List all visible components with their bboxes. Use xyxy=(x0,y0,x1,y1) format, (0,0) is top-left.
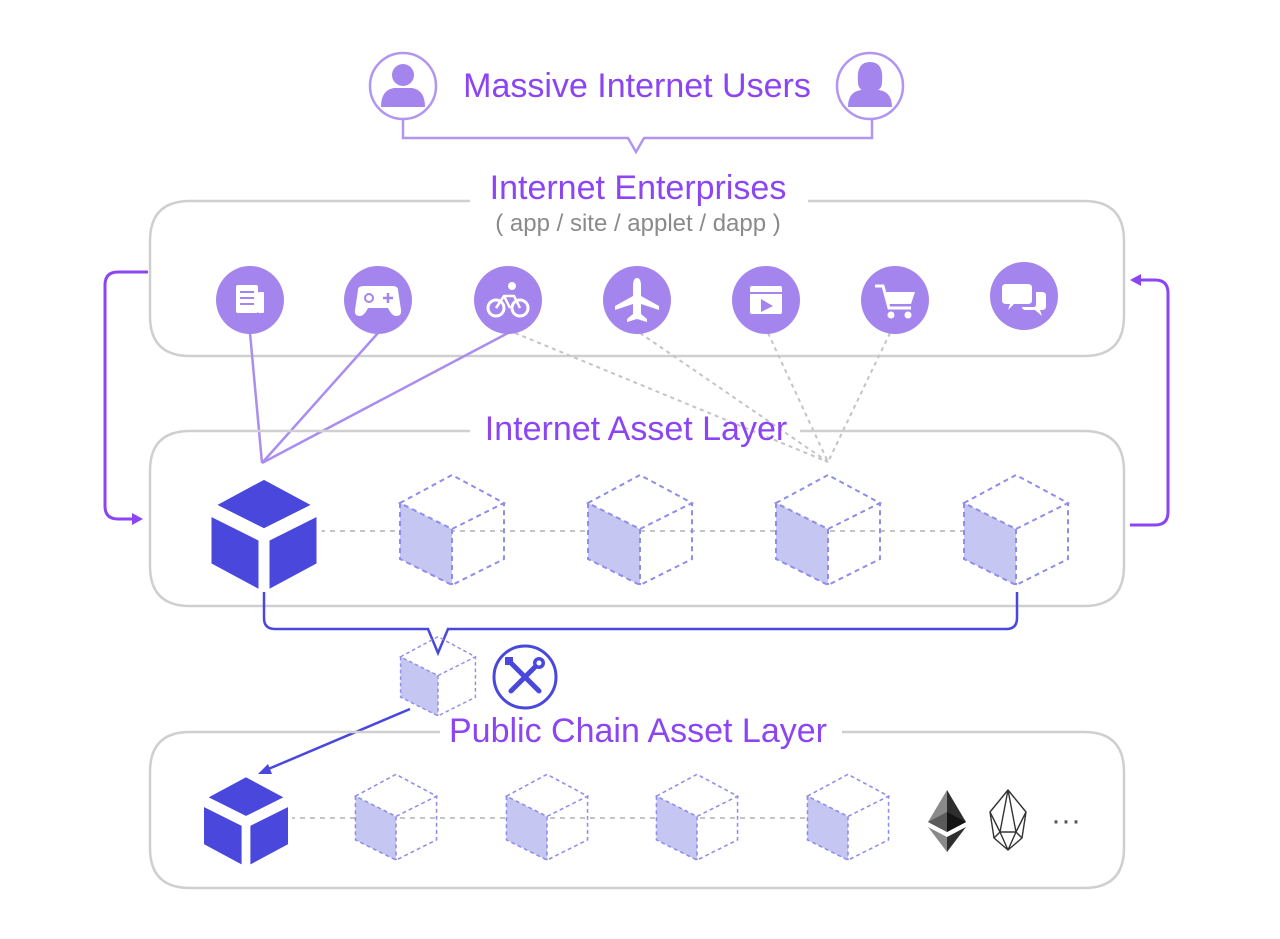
users-title: Massive Internet Users xyxy=(463,67,811,105)
public-chain-section: Public Chain Asset Layer ··· xyxy=(148,712,1126,890)
migrating-cube xyxy=(399,635,477,717)
enterprises-subtitle: ( app / site / applet / dapp ) xyxy=(495,210,781,237)
asset-bracket xyxy=(262,592,1019,657)
chain-cube-solid xyxy=(202,775,290,868)
male-user-icon xyxy=(368,51,438,121)
asset-cube-2 xyxy=(587,474,693,586)
enterprises-title: Internet Enterprises xyxy=(490,169,787,207)
asset-layer-section: Internet Asset Layer xyxy=(148,410,1126,608)
eos-icon xyxy=(989,789,1027,851)
asset-cube-1 xyxy=(399,474,505,586)
app-connections xyxy=(248,331,891,465)
asset-cube-4 xyxy=(963,474,1069,586)
app-icons xyxy=(216,262,1058,334)
video-icon xyxy=(732,266,800,334)
public-chain-title: Public Chain Asset Layer xyxy=(449,712,827,750)
more-chains: ··· xyxy=(1051,804,1081,837)
bicycle-icon xyxy=(474,266,542,334)
left-loop-arrow xyxy=(103,270,148,525)
enterprises-section: Internet Enterprises ( app / site / appl… xyxy=(148,169,1126,358)
chain-cube-3 xyxy=(655,773,739,861)
users-section: Massive Internet Users xyxy=(368,51,905,155)
news-icon xyxy=(216,266,284,334)
tools-icon xyxy=(492,644,558,710)
asset-layer-title: Internet Asset Layer xyxy=(485,410,787,448)
ethereum-icon xyxy=(928,790,966,852)
right-loop-arrow xyxy=(1130,274,1170,527)
chain-cube-4 xyxy=(806,773,890,861)
chain-cube-2 xyxy=(505,773,589,861)
airplane-icon xyxy=(603,266,671,334)
migration-arrow xyxy=(258,707,411,774)
chat-icon xyxy=(990,262,1058,330)
female-user-icon xyxy=(835,51,905,121)
shopping-cart-icon xyxy=(861,266,929,334)
gamepad-icon xyxy=(344,266,412,334)
asset-cube-solid xyxy=(209,477,319,593)
